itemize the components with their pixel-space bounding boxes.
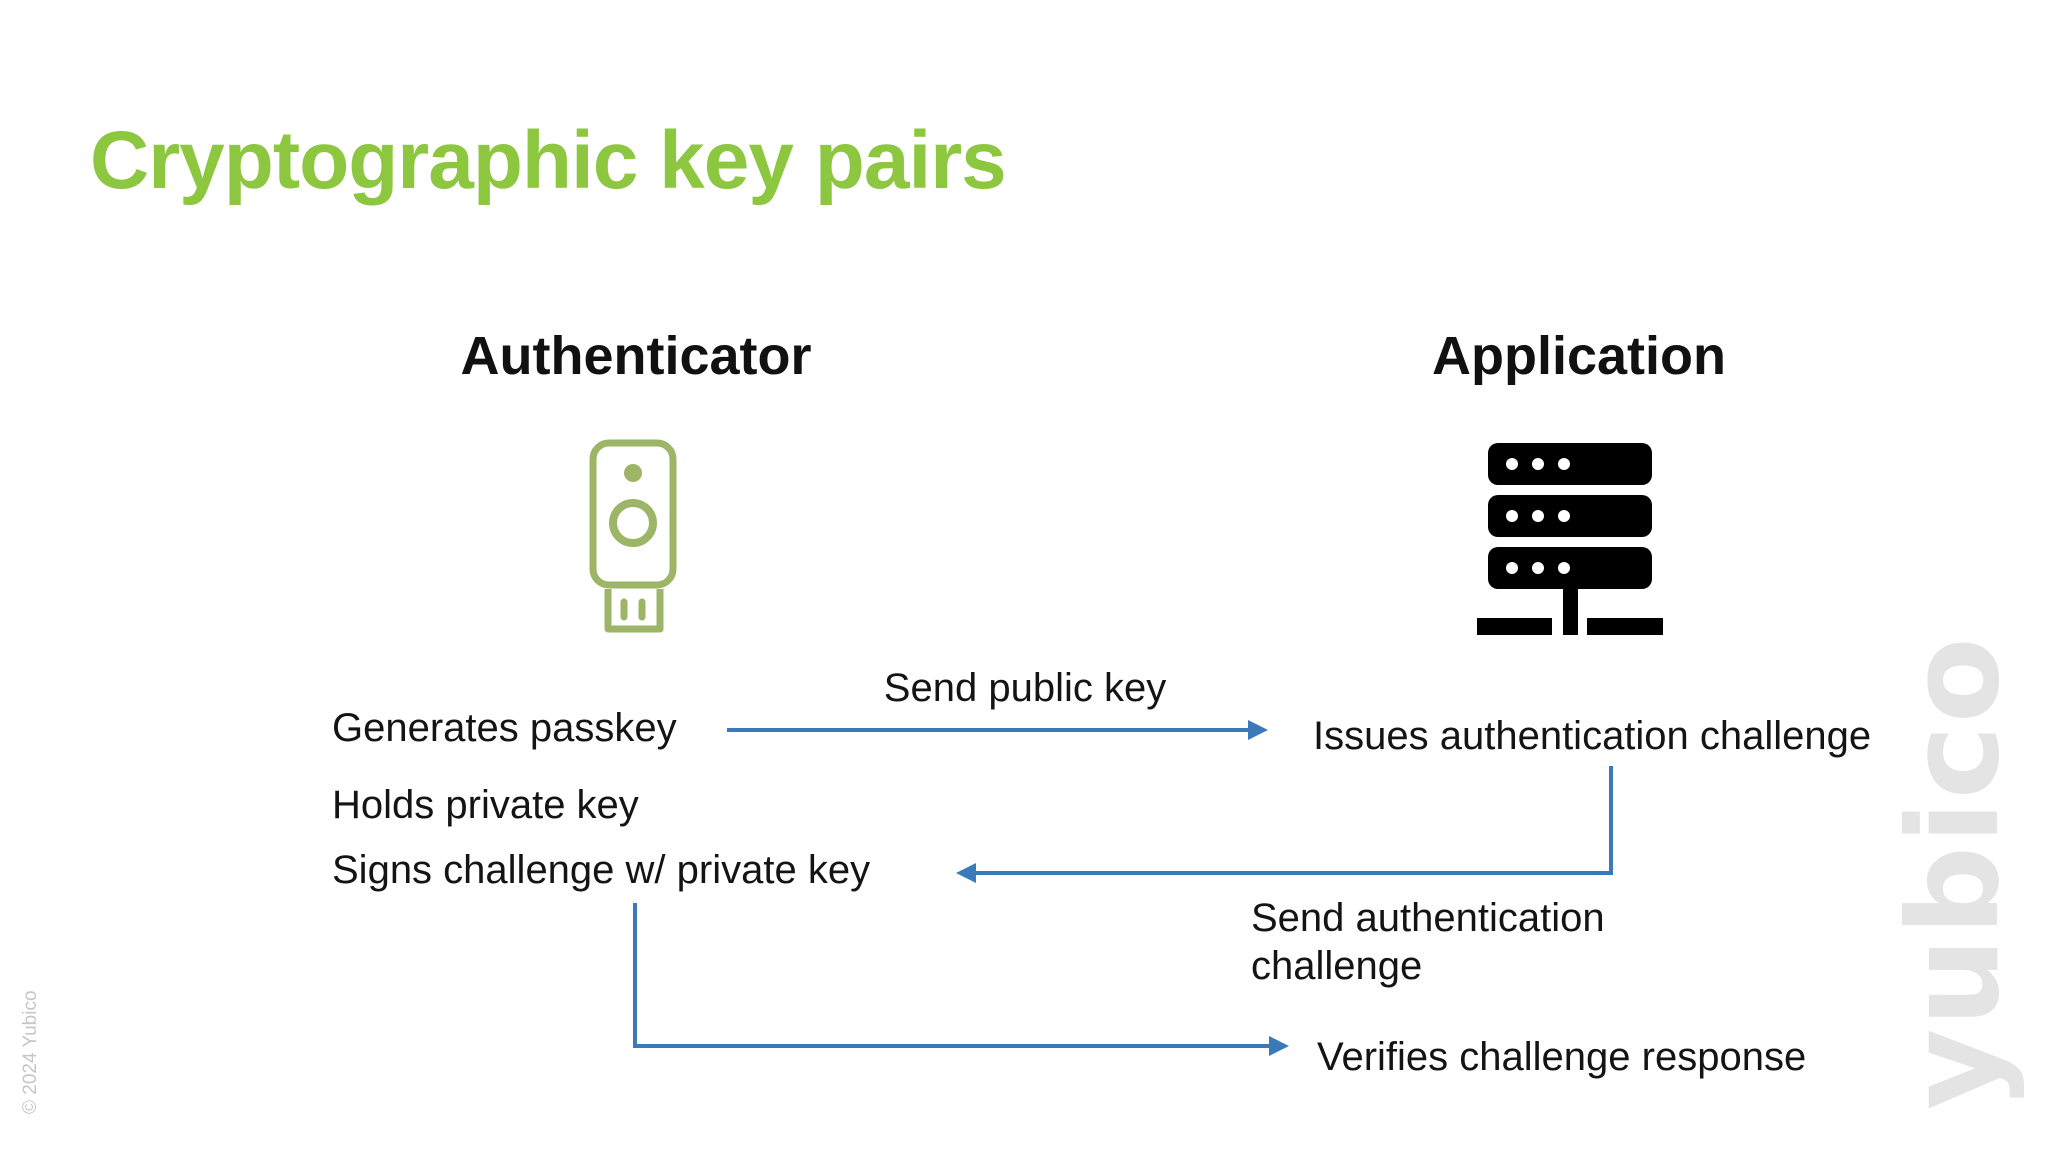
authenticator-heading: Authenticator bbox=[460, 326, 812, 386]
arrow-right-icon bbox=[1269, 1036, 1289, 1056]
send-auth-arrow-vertical bbox=[1609, 766, 1613, 873]
application-heading: Application bbox=[1432, 326, 1726, 386]
arrow-right-icon bbox=[1248, 720, 1268, 740]
yubico-watermark: yubico bbox=[1882, 635, 2027, 1110]
page-title: Cryptographic key pairs bbox=[90, 115, 1007, 206]
authenticator-line: Holds private key bbox=[332, 783, 639, 827]
copyright-text: © 2024 Yubico bbox=[20, 990, 41, 1114]
authenticator-line: Signs challenge w/ private key bbox=[332, 848, 871, 892]
yubikey-icon bbox=[589, 439, 677, 633]
arrow-left-icon bbox=[956, 863, 976, 883]
verifies-response-label: Verifies challenge response bbox=[1317, 1035, 1807, 1079]
verify-arrow-line bbox=[633, 1044, 1271, 1048]
authenticator-line: Generates passkey bbox=[332, 706, 677, 750]
server-icon bbox=[1477, 443, 1663, 635]
verify-arrow-vertical bbox=[633, 903, 637, 1046]
send-public-key-label: Send public key bbox=[883, 666, 1167, 710]
issues-challenge-label: Issues authentication challenge bbox=[1313, 714, 1872, 758]
send-public-key-arrow-line bbox=[727, 728, 1250, 732]
send-auth-challenge-label: Send authentication challenge bbox=[1251, 896, 1605, 988]
send-auth-arrow-line bbox=[976, 871, 1613, 875]
